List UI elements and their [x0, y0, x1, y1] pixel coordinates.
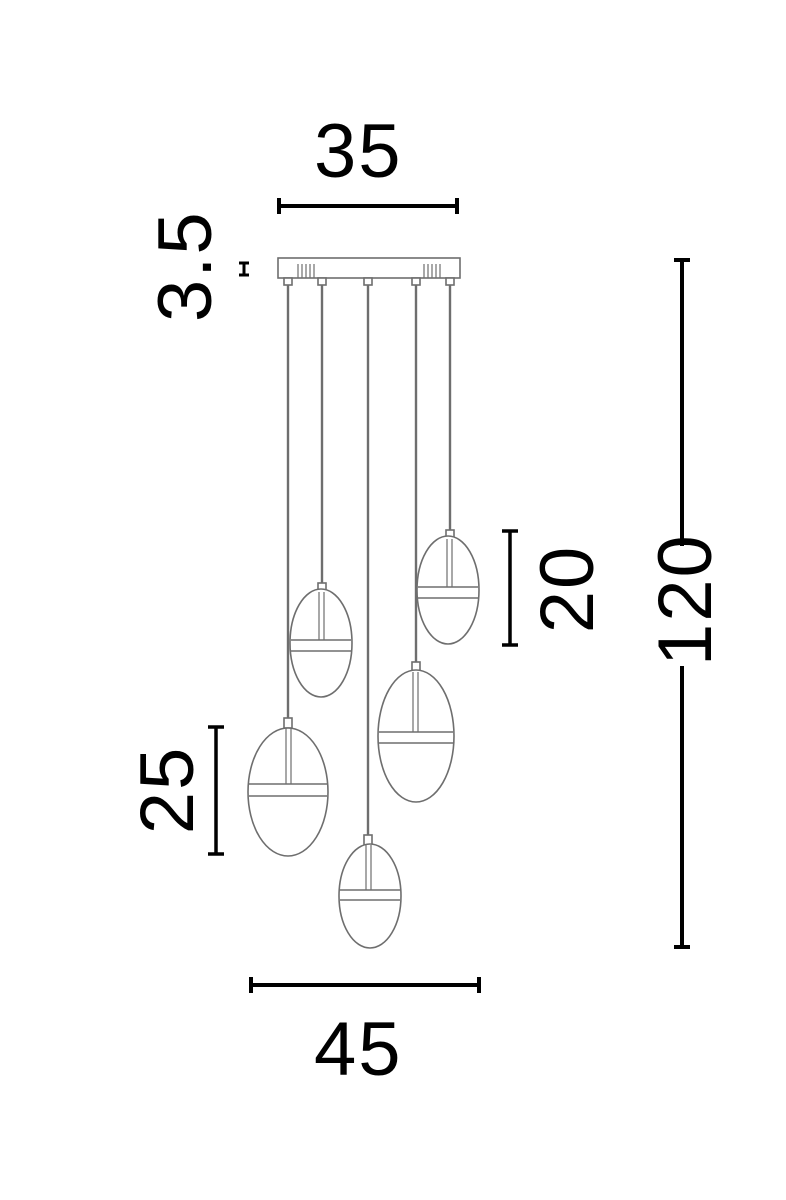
- canopy-height-label: 3.5: [143, 210, 228, 322]
- dim-line-canopy-width: [277, 198, 459, 214]
- pendant-2: [289, 582, 353, 698]
- dim-line-canopy-height: [239, 261, 249, 277]
- large-pendant-height-label: 25: [125, 745, 210, 835]
- cords: [286, 285, 452, 835]
- dim-line-large-pendant: [208, 725, 224, 856]
- overall-width-label: 45: [314, 1007, 403, 1092]
- pendant-1: [247, 717, 329, 857]
- total-height-label: 120: [643, 533, 728, 666]
- dim-line-overall-width: [249, 977, 481, 993]
- dim-line-small-pendant: [502, 529, 518, 647]
- pendant-3: [338, 834, 402, 949]
- canopy: [277, 257, 461, 286]
- small-pendant-height-label: 20: [525, 544, 610, 634]
- pendant-4: [377, 661, 455, 803]
- canopy-width-label: 35: [314, 109, 403, 194]
- pendant-5: [416, 529, 480, 645]
